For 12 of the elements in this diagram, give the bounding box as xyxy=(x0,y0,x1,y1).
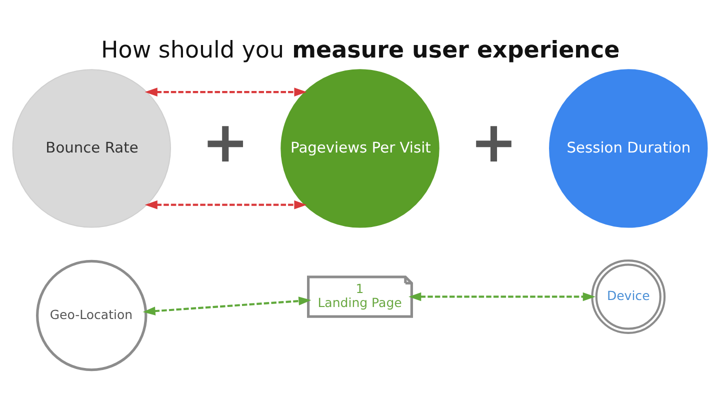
label: + xyxy=(202,110,250,176)
node-circle: Pageviews Per Visit xyxy=(280,68,440,228)
node-circle: Bounce Rate xyxy=(12,68,171,228)
arrow xyxy=(142,296,312,315)
arrow xyxy=(408,292,596,301)
arrow xyxy=(144,87,307,96)
node-circle: Session Duration xyxy=(549,68,708,228)
arrow xyxy=(144,200,307,209)
diagram-title: How should you measure user experience xyxy=(101,37,620,64)
node-circle: Geo-Location xyxy=(36,259,148,371)
label: + xyxy=(470,110,518,176)
node-circle: Device xyxy=(591,259,666,334)
